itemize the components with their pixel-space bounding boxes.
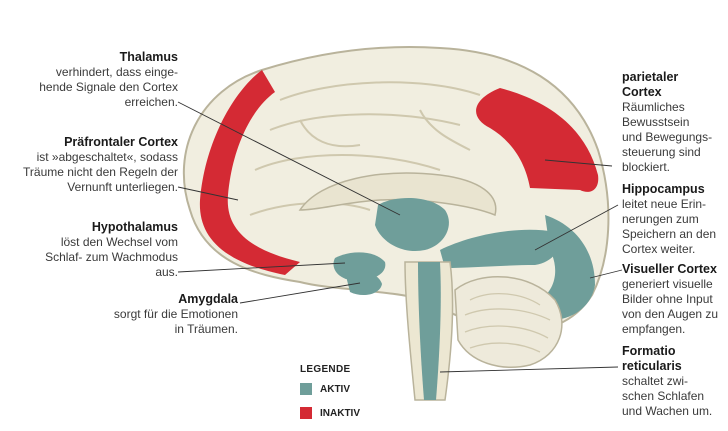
label-prefrontal-title: Präfrontaler Cortex [0,135,178,150]
label-visual: Visueller Cortex generiert visuelle Bild… [622,262,726,337]
label-visual-title: Visueller Cortex [622,262,726,277]
label-hypothalamus-desc: löst den Wechsel vom Schlaf- zum Wachmod… [8,235,178,280]
legend-label-inactive: INAKTIV [320,408,360,419]
label-thalamus-desc: verhindert, dass einge- hende Signale de… [8,65,178,110]
label-amygdala-title: Amygdala [68,292,238,307]
leader-amygdala [240,283,360,303]
legend-label-active: AKTIV [320,384,350,395]
label-hippocampus-title: Hippocampus [622,182,726,197]
label-hippocampus: Hippocampus leitet neue Erin- nerungen z… [622,182,726,257]
label-prefrontal: Präfrontaler Cortex ist »abgeschaltet«, … [0,135,178,195]
legend-item-inactive: INAKTIV [300,407,360,419]
label-amygdala: Amygdala sorgt für die Emotionen in Träu… [68,292,238,337]
leader-formatio [440,367,618,372]
legend-swatch-inactive [300,407,312,419]
label-thalamus: Thalamus verhindert, dass einge- hende S… [8,50,178,110]
label-formatio-title: Formatio reticularis [622,344,726,374]
label-formatio-desc: schaltet zwi- schen Schlafen und Wachen … [622,374,726,419]
label-hippocampus-desc: leitet neue Erin- nerungen zum Speichern… [622,197,726,257]
label-thalamus-title: Thalamus [8,50,178,65]
label-formatio: Formatio reticularis schaltet zwi- schen… [622,344,726,419]
label-hypothalamus: Hypothalamus löst den Wechsel vom Schlaf… [8,220,178,280]
label-amygdala-desc: sorgt für die Emotionen in Träumen. [68,307,238,337]
label-visual-desc: generiert visuelle Bilder ohne Input von… [622,277,726,337]
label-parietal-desc: Räumliches Bewusstsein und Bewegungs- st… [622,100,722,175]
label-prefrontal-desc: ist »abgeschaltet«, sodass Träume nicht … [0,150,178,195]
label-parietal-title: parietaler Cortex [622,70,722,100]
legend: LEGENDE AKTIV INAKTIV [300,364,360,431]
legend-title: LEGENDE [300,364,360,375]
legend-swatch-active [300,383,312,395]
legend-item-active: AKTIV [300,383,360,395]
label-parietal: parietaler Cortex Räumliches Bewusstsein… [622,70,722,175]
label-hypothalamus-title: Hypothalamus [8,220,178,235]
